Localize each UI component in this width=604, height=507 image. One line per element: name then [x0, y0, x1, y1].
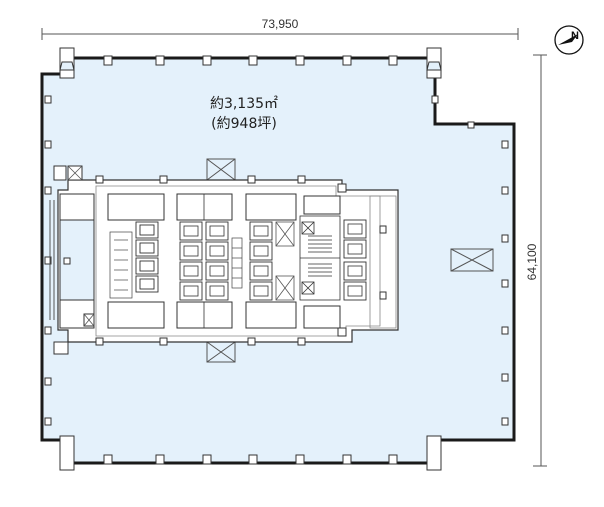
- width-dimension: 73,950: [41, 17, 519, 40]
- area-tsubo: (約948坪): [211, 116, 277, 132]
- central-core: [49, 165, 399, 355]
- perimeter-columns-left: [44, 95, 52, 426]
- compass-label: N: [571, 30, 579, 42]
- area-sqm: 約3,135㎡: [210, 96, 278, 112]
- perimeter-columns-top: [103, 55, 398, 66]
- corner-columns: [59, 47, 442, 471]
- core-columns: [63, 175, 306, 346]
- north-compass-icon: N: [554, 25, 584, 55]
- depth-dimension-label: 64,100: [525, 243, 539, 280]
- perimeter-columns-bottom: [103, 454, 398, 465]
- depth-dimension: 64,100: [525, 54, 547, 467]
- notch-columns: [431, 95, 475, 129]
- width-dimension-label: 73,950: [262, 17, 299, 31]
- perimeter-columns-right: [501, 140, 509, 426]
